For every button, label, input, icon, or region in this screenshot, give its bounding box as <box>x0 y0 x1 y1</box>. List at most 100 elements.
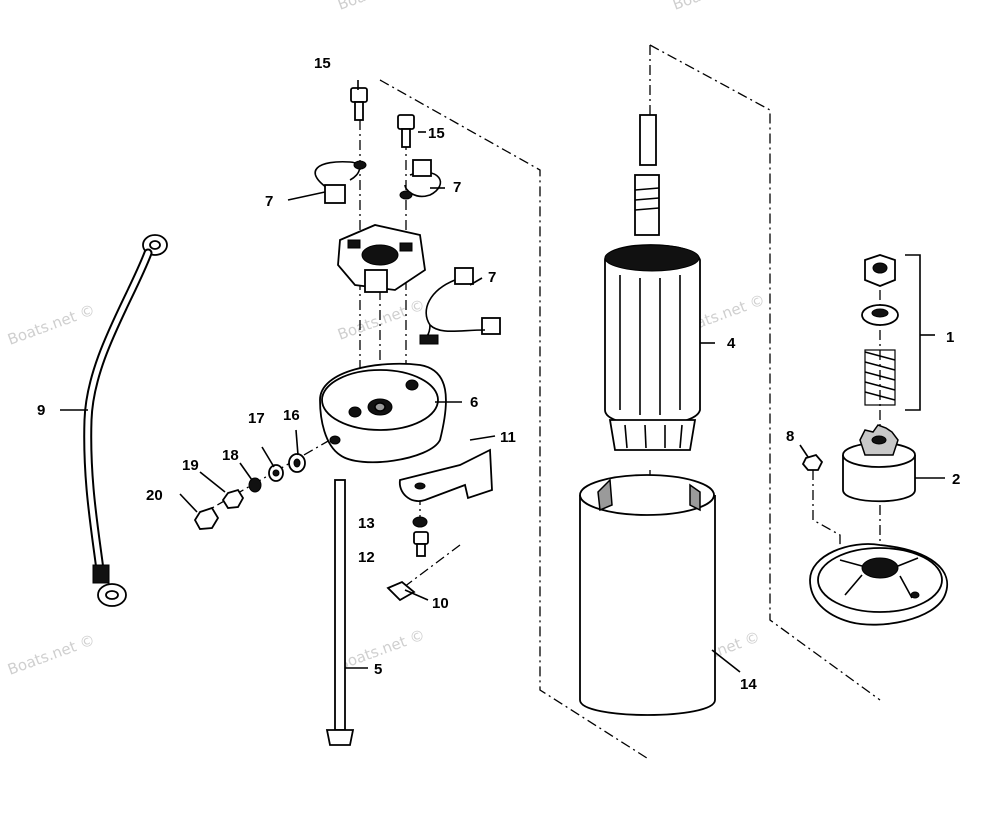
callout-4: 4 <box>727 335 736 352</box>
leader-7a <box>287 191 326 201</box>
callout-12: 12 <box>358 549 375 566</box>
nut-8 <box>801 453 824 471</box>
battery-cable <box>83 234 168 607</box>
commutator-bar <box>679 424 683 449</box>
leader-7c <box>469 277 483 286</box>
left-assembly-line <box>379 79 651 761</box>
spring-ring-left <box>314 160 361 191</box>
bracket-axis-line <box>399 544 461 591</box>
brush-holder-plate <box>337 224 426 293</box>
kit-spring <box>864 351 896 401</box>
leader-20 <box>179 493 198 513</box>
washer <box>399 190 413 200</box>
callout-20: 20 <box>146 487 163 504</box>
assembly-lines <box>199 44 881 761</box>
watermark: Boats.net © <box>335 296 427 344</box>
washer <box>353 160 367 170</box>
stud-axis-line <box>199 439 331 516</box>
armature <box>604 114 701 451</box>
screw-15a <box>350 87 368 121</box>
leader-8 <box>799 444 809 458</box>
brush-terminal <box>481 317 501 335</box>
leader-17 <box>261 446 275 468</box>
brush-clip-right <box>412 159 432 177</box>
brush-lead-wire <box>419 267 501 345</box>
leader-lines <box>60 80 945 673</box>
washer-hole <box>272 469 280 477</box>
stud-hole <box>329 435 341 445</box>
leader-10 <box>404 589 429 601</box>
terminal-hardware <box>193 453 306 530</box>
callout-5: 5 <box>374 661 382 678</box>
drive-cap-hole <box>910 591 920 599</box>
callout-1: 1 <box>946 329 954 346</box>
callout-2: 2 <box>952 471 960 488</box>
spring-outline <box>864 349 896 406</box>
brush-clip-left <box>324 184 346 204</box>
nut-hole <box>872 262 888 274</box>
drive-pinion <box>842 424 916 503</box>
watermark: Boats.net © <box>5 301 97 349</box>
pinion-body <box>842 455 916 503</box>
commutator-bar <box>624 424 628 449</box>
callout-7: 7 <box>488 269 496 286</box>
spline-line <box>634 207 660 211</box>
watermark: Boats.net © <box>5 631 97 679</box>
washer-hole <box>293 458 301 468</box>
screw-shank <box>401 128 411 148</box>
lead-wire <box>425 279 486 333</box>
drive-end-cap <box>809 543 948 626</box>
mounting-bracket <box>398 448 493 502</box>
field-magnet <box>689 483 701 512</box>
callout-7: 7 <box>265 193 273 210</box>
bracket-hardware <box>386 516 429 602</box>
callout-14: 14 <box>740 676 757 693</box>
eyelet-hole <box>149 240 161 250</box>
pinion-bore <box>871 435 887 445</box>
callout-15: 15 <box>314 55 331 72</box>
plate-center-hole <box>361 244 399 266</box>
armature-shaft-top <box>639 114 657 166</box>
watermark: Boats.net © <box>335 0 427 14</box>
callout-6: 6 <box>470 394 478 411</box>
commutator-bar <box>644 424 647 449</box>
pinion-kit-1 <box>861 254 899 406</box>
terminal-stud <box>419 334 439 345</box>
brush-block <box>364 269 388 293</box>
screw-12-head <box>413 531 429 545</box>
commutator <box>608 419 697 451</box>
nut-19 <box>221 488 245 509</box>
brush-spring-assembly <box>314 159 442 204</box>
bracket-hole <box>414 482 426 490</box>
screw-hole <box>348 406 362 418</box>
screw-head <box>350 87 368 103</box>
brush-tab <box>347 239 361 249</box>
bearing <box>374 402 386 412</box>
brush-tab <box>399 242 413 252</box>
leader-11 <box>469 435 496 441</box>
bolt-head <box>325 729 355 746</box>
cable-body <box>83 248 153 575</box>
leader-14 <box>711 649 741 673</box>
callout-18: 18 <box>222 447 239 464</box>
screw-12-shank <box>416 543 426 557</box>
field-magnet <box>597 478 613 512</box>
leader-19 <box>199 471 226 493</box>
nut-8-body <box>801 453 824 471</box>
callout-11: 11 <box>500 429 516 446</box>
callout-19: 19 <box>182 457 199 474</box>
spline-line <box>634 197 660 201</box>
screw-shank <box>354 101 364 121</box>
drive-cap-ribs <box>839 557 919 599</box>
callout-15: 15 <box>428 125 445 142</box>
bracket-1 <box>905 254 921 411</box>
cable-body-inner <box>85 250 151 573</box>
screw-15b <box>397 114 415 148</box>
nut-axis-line <box>812 470 841 560</box>
lockwasher-18 <box>248 477 262 493</box>
housing-top-rim <box>579 474 715 516</box>
cable-crimp <box>92 564 110 584</box>
callout-13: 13 <box>358 515 375 532</box>
housing-body <box>579 495 716 716</box>
